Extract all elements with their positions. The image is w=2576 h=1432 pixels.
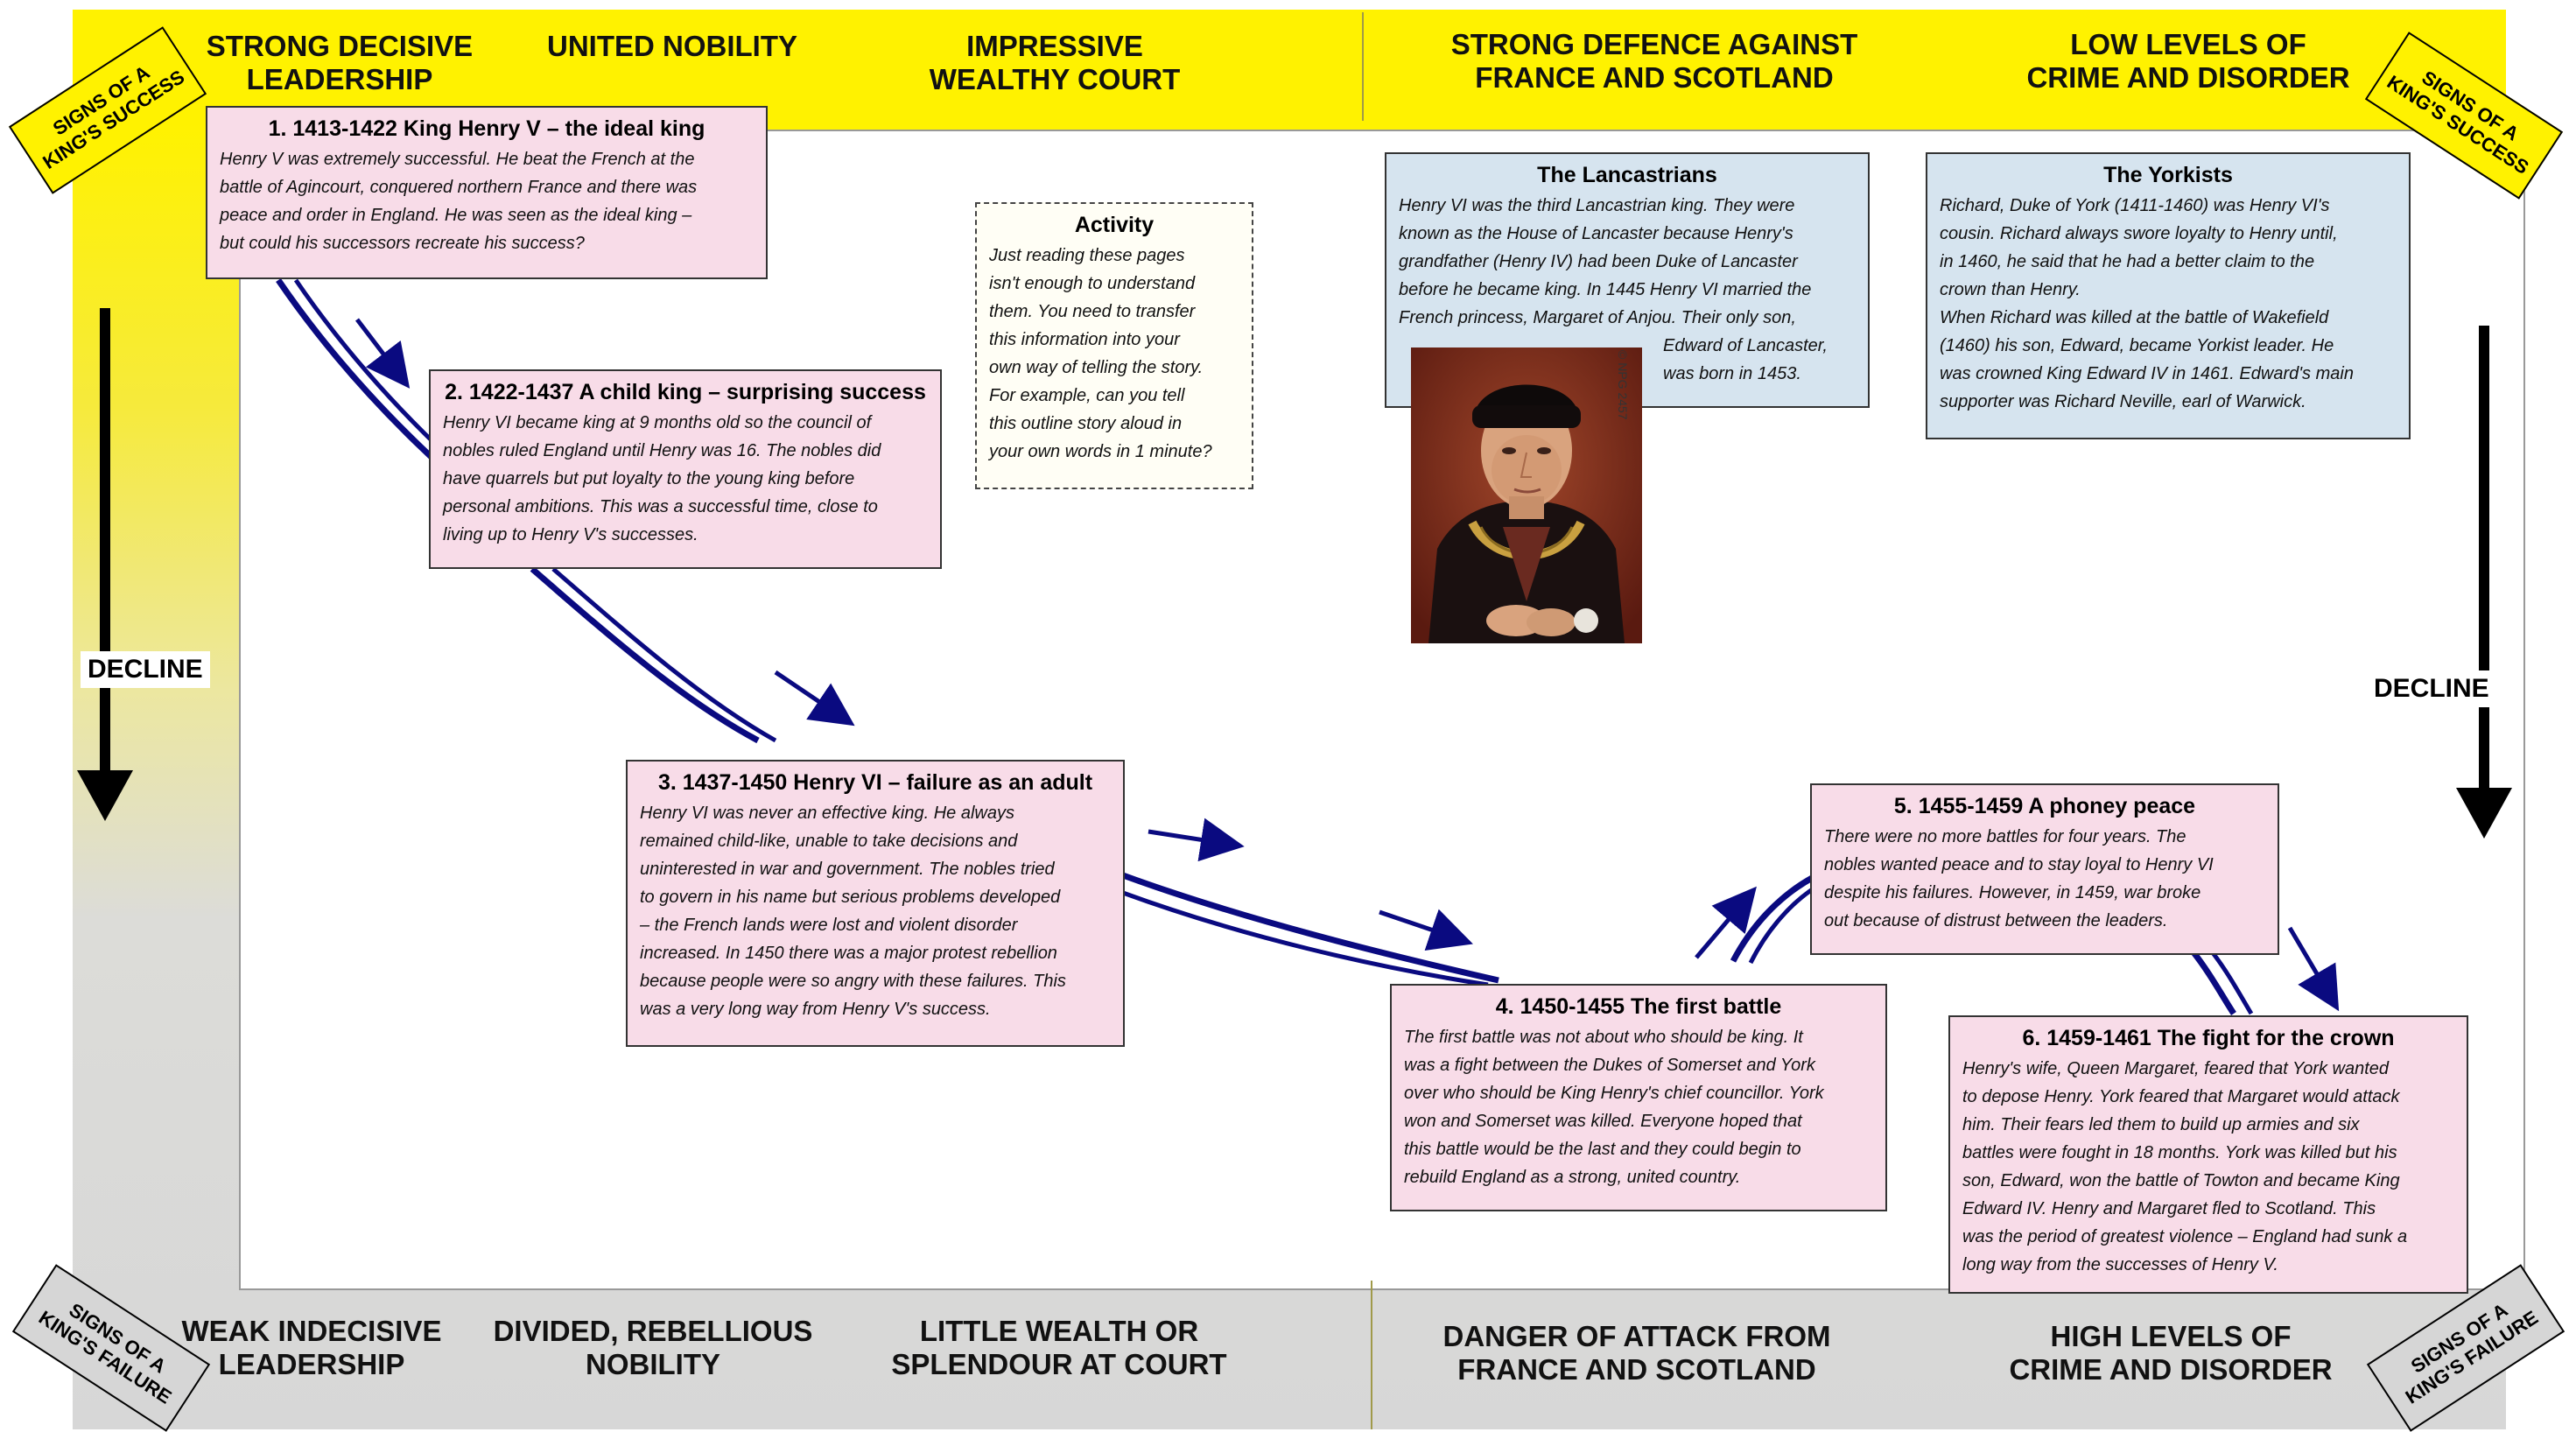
header-crime: LOW LEVELS OF CRIME AND DISORDER — [2026, 28, 2350, 94]
lancastrians-title: The Lancastrians — [1537, 163, 1717, 187]
footer-divider — [1371, 1281, 1372, 1429]
yorkists-box: The Yorkists Richard, Duke of York (1411… — [1926, 152, 2411, 439]
henry-vi-portrait — [1411, 347, 1642, 643]
stage-5-title: 5. 1455-1459 A phoney peace — [1893, 794, 2196, 818]
header-divider — [1362, 12, 1364, 121]
yorkists-title: The Yorkists — [2103, 163, 2233, 187]
lancastrians-text-tail: Edward of Lancaster, was born in 1453. — [1663, 336, 1828, 383]
activity-title: Activity — [1074, 213, 1155, 237]
stage-5-box: 5. 1455-1459 A phoney peace There were n… — [1810, 783, 2279, 955]
stage-3-title: 3. 1437-1450 Henry VI – failure as an ad… — [657, 770, 1093, 795]
direction-arrows — [355, 318, 2340, 1012]
stage-2-title: 2. 1422-1437 A child king – surprising s… — [445, 380, 926, 404]
stage-6-text: Henry's wife, Queen Margaret, feared tha… — [1962, 1059, 2408, 1274]
lancastrians-text: Henry VI was the third Lancastrian king.… — [1399, 196, 1812, 327]
stage-2-text: Henry VI became king at 9 months old so … — [443, 413, 881, 544]
stage-6-box: 6. 1459-1461 The fight for the crown Hen… — [1948, 1015, 2468, 1294]
activity-text: Just reading these pages isn't enough to… — [989, 246, 1212, 461]
yorkists-text: Richard, Duke of York (1411-1460) was He… — [1940, 196, 2354, 411]
portrait-credit: © NPG 2457 — [1616, 350, 1630, 420]
decline-arrow-left — [77, 308, 133, 821]
activity-box: Activity Just reading these pages isn't … — [975, 202, 1253, 489]
header-leadership: STRONG DECISIVE LEADERSHIP — [206, 30, 474, 95]
header-nobility: UNITED NOBILITY — [547, 30, 797, 62]
stage-3-box: 3. 1437-1450 Henry VI – failure as an ad… — [626, 760, 1125, 1047]
stage-5-text: There were no more battles for four year… — [1824, 827, 2214, 930]
stage-4-text: The first battle was not about who shoul… — [1404, 1028, 1824, 1187]
header-court: IMPRESSIVE WEALTHY COURT — [929, 30, 1181, 95]
stage-1-title: 1. 1413-1422 King Henry V – the ideal ki… — [268, 116, 705, 141]
stage-3-text: Henry VI was never an effective king. He… — [640, 804, 1066, 1019]
stage-1-box: 1. 1413-1422 King Henry V – the ideal ki… — [206, 106, 768, 279]
footer-court: LITTLE WEALTH OR SPLENDOUR AT COURT — [891, 1315, 1227, 1380]
decline-label-left: DECLINE — [81, 651, 210, 688]
footer-defence: DANGER OF ATTACK FROM FRANCE AND SCOTLAN… — [1442, 1320, 1831, 1386]
stage-4-box: 4. 1450-1455 The first battle The first … — [1390, 984, 1887, 1211]
footer-nobility: DIVIDED, REBELLIOUS NOBILITY — [493, 1315, 813, 1380]
header-defence: STRONG DEFENCE AGAINST FRANCE AND SCOTLA… — [1450, 28, 1858, 94]
decline-arrow-right — [2456, 326, 2512, 839]
stage-2-box: 2. 1422-1437 A child king – surprising s… — [429, 369, 942, 569]
footer-leadership: WEAK INDECISIVE LEADERSHIP — [181, 1315, 442, 1380]
stage-4-title: 4. 1450-1455 The first battle — [1495, 994, 1782, 1019]
decline-label-right: DECLINE — [2367, 670, 2496, 707]
stage-6-title: 6. 1459-1461 The fight for the crown — [2022, 1026, 2395, 1050]
footer-crime: HIGH LEVELS OF CRIME AND DISORDER — [2009, 1320, 2333, 1386]
stage-1-text: Henry V was extremely successful. He bea… — [220, 150, 698, 253]
